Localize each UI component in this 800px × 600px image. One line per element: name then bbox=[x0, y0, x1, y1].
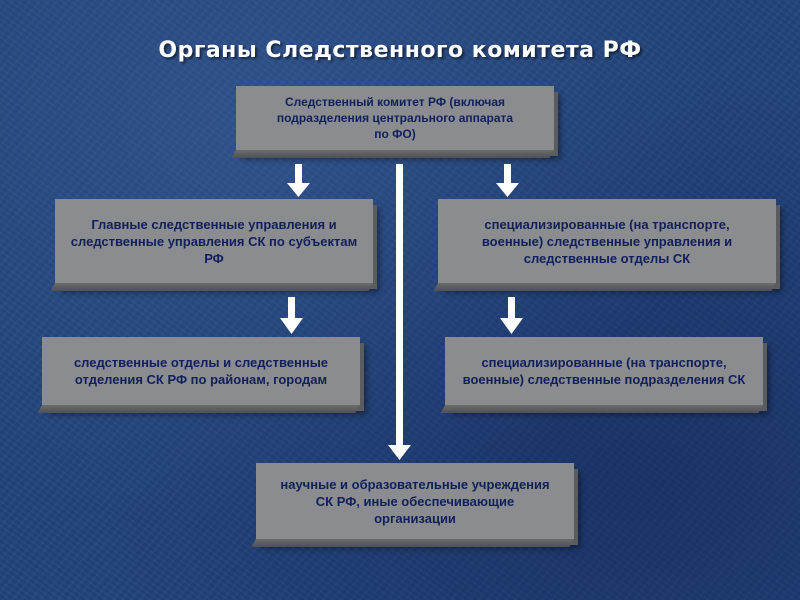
arrow-top-to-main bbox=[287, 164, 310, 197]
node-science-institutions-label: научные и образовательные учреждения СК … bbox=[280, 476, 550, 526]
node-investigative-committee-label: Следственный комитет РФ (включая подразд… bbox=[276, 95, 514, 141]
arrow-main-to-district bbox=[280, 297, 303, 334]
node-specialized-units: специализированные (на транспорте, военн… bbox=[445, 337, 763, 405]
node-science-institutions: научные и образовательные учреждения СК … bbox=[256, 463, 574, 539]
node-specialized-units-label: специализированные (на транспорте, военн… bbox=[462, 355, 746, 387]
node-district-units: следственные отделы и следственные отдел… bbox=[42, 337, 360, 405]
node-specialized-departments: специализированные (на транспорте, военн… bbox=[438, 199, 776, 283]
node-main-departments: Главные следственные управления и следст… bbox=[55, 199, 373, 283]
arrow-specialized-to-units bbox=[500, 297, 523, 334]
node-main-departments-label: Главные следственные управления и следст… bbox=[70, 216, 358, 266]
node-specialized-departments-label: специализированные (на транспорте, военн… bbox=[481, 216, 733, 266]
node-investigative-committee: Следственный комитет РФ (включая подразд… bbox=[236, 86, 554, 150]
arrow-top-to-science bbox=[388, 164, 411, 460]
node-district-units-label: следственные отделы и следственные отдел… bbox=[73, 355, 329, 387]
slide-title: Органы Следственного комитета РФ bbox=[158, 38, 642, 63]
arrow-top-to-specialized bbox=[496, 164, 519, 197]
